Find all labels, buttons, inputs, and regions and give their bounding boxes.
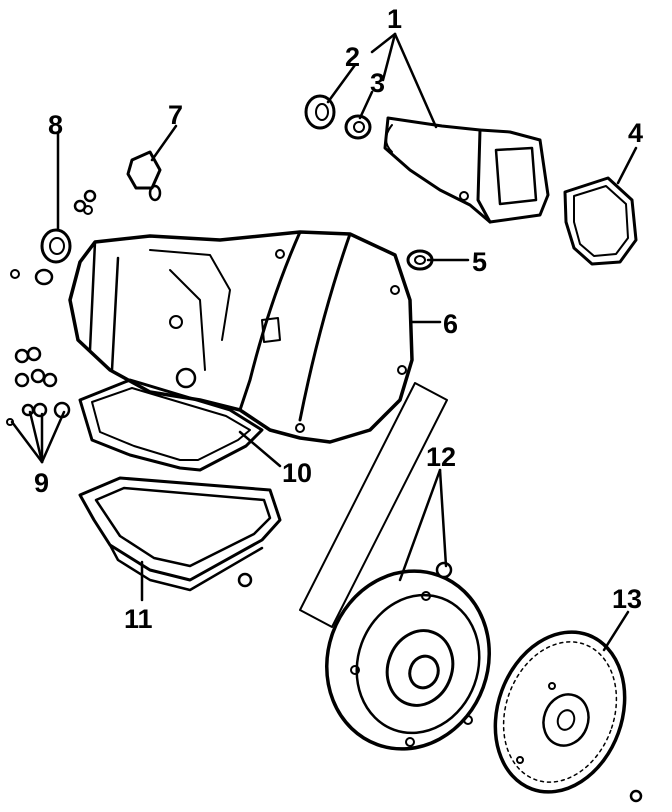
seal-part-2 [304,94,336,130]
callout-9: 9 [34,468,49,498]
callout-1: 1 [387,4,402,34]
gasket-part-4 [563,176,638,266]
pan-gasket-part-10 [78,378,264,472]
oil-pan-part-11 [78,476,282,592]
flexplate-part-13 [493,630,643,803]
seal-part-8 [10,189,97,286]
callout-11: 11 [124,604,153,634]
transmission-case [68,230,414,444]
callout-12: 12 [426,442,456,472]
callout-7: 7 [168,100,183,130]
extension-housing [383,116,550,224]
callout-5: 5 [472,247,487,277]
torque-converter-part-12 [299,382,491,751]
callout-6: 6 [443,309,458,339]
callout-10: 10 [282,458,312,488]
callout-13: 13 [612,584,642,614]
callout-labels: 1 2 3 4 5 6 7 8 9 10 11 12 13 [34,4,643,634]
callout-2: 2 [345,42,360,72]
callout-4: 4 [628,118,643,148]
callout-3: 3 [370,68,385,98]
sensor-part-7 [126,150,162,202]
plugs-part-9 [6,346,71,426]
bushing-part-3 [344,114,372,140]
leader-lines [10,32,638,652]
callout-8: 8 [48,110,63,140]
